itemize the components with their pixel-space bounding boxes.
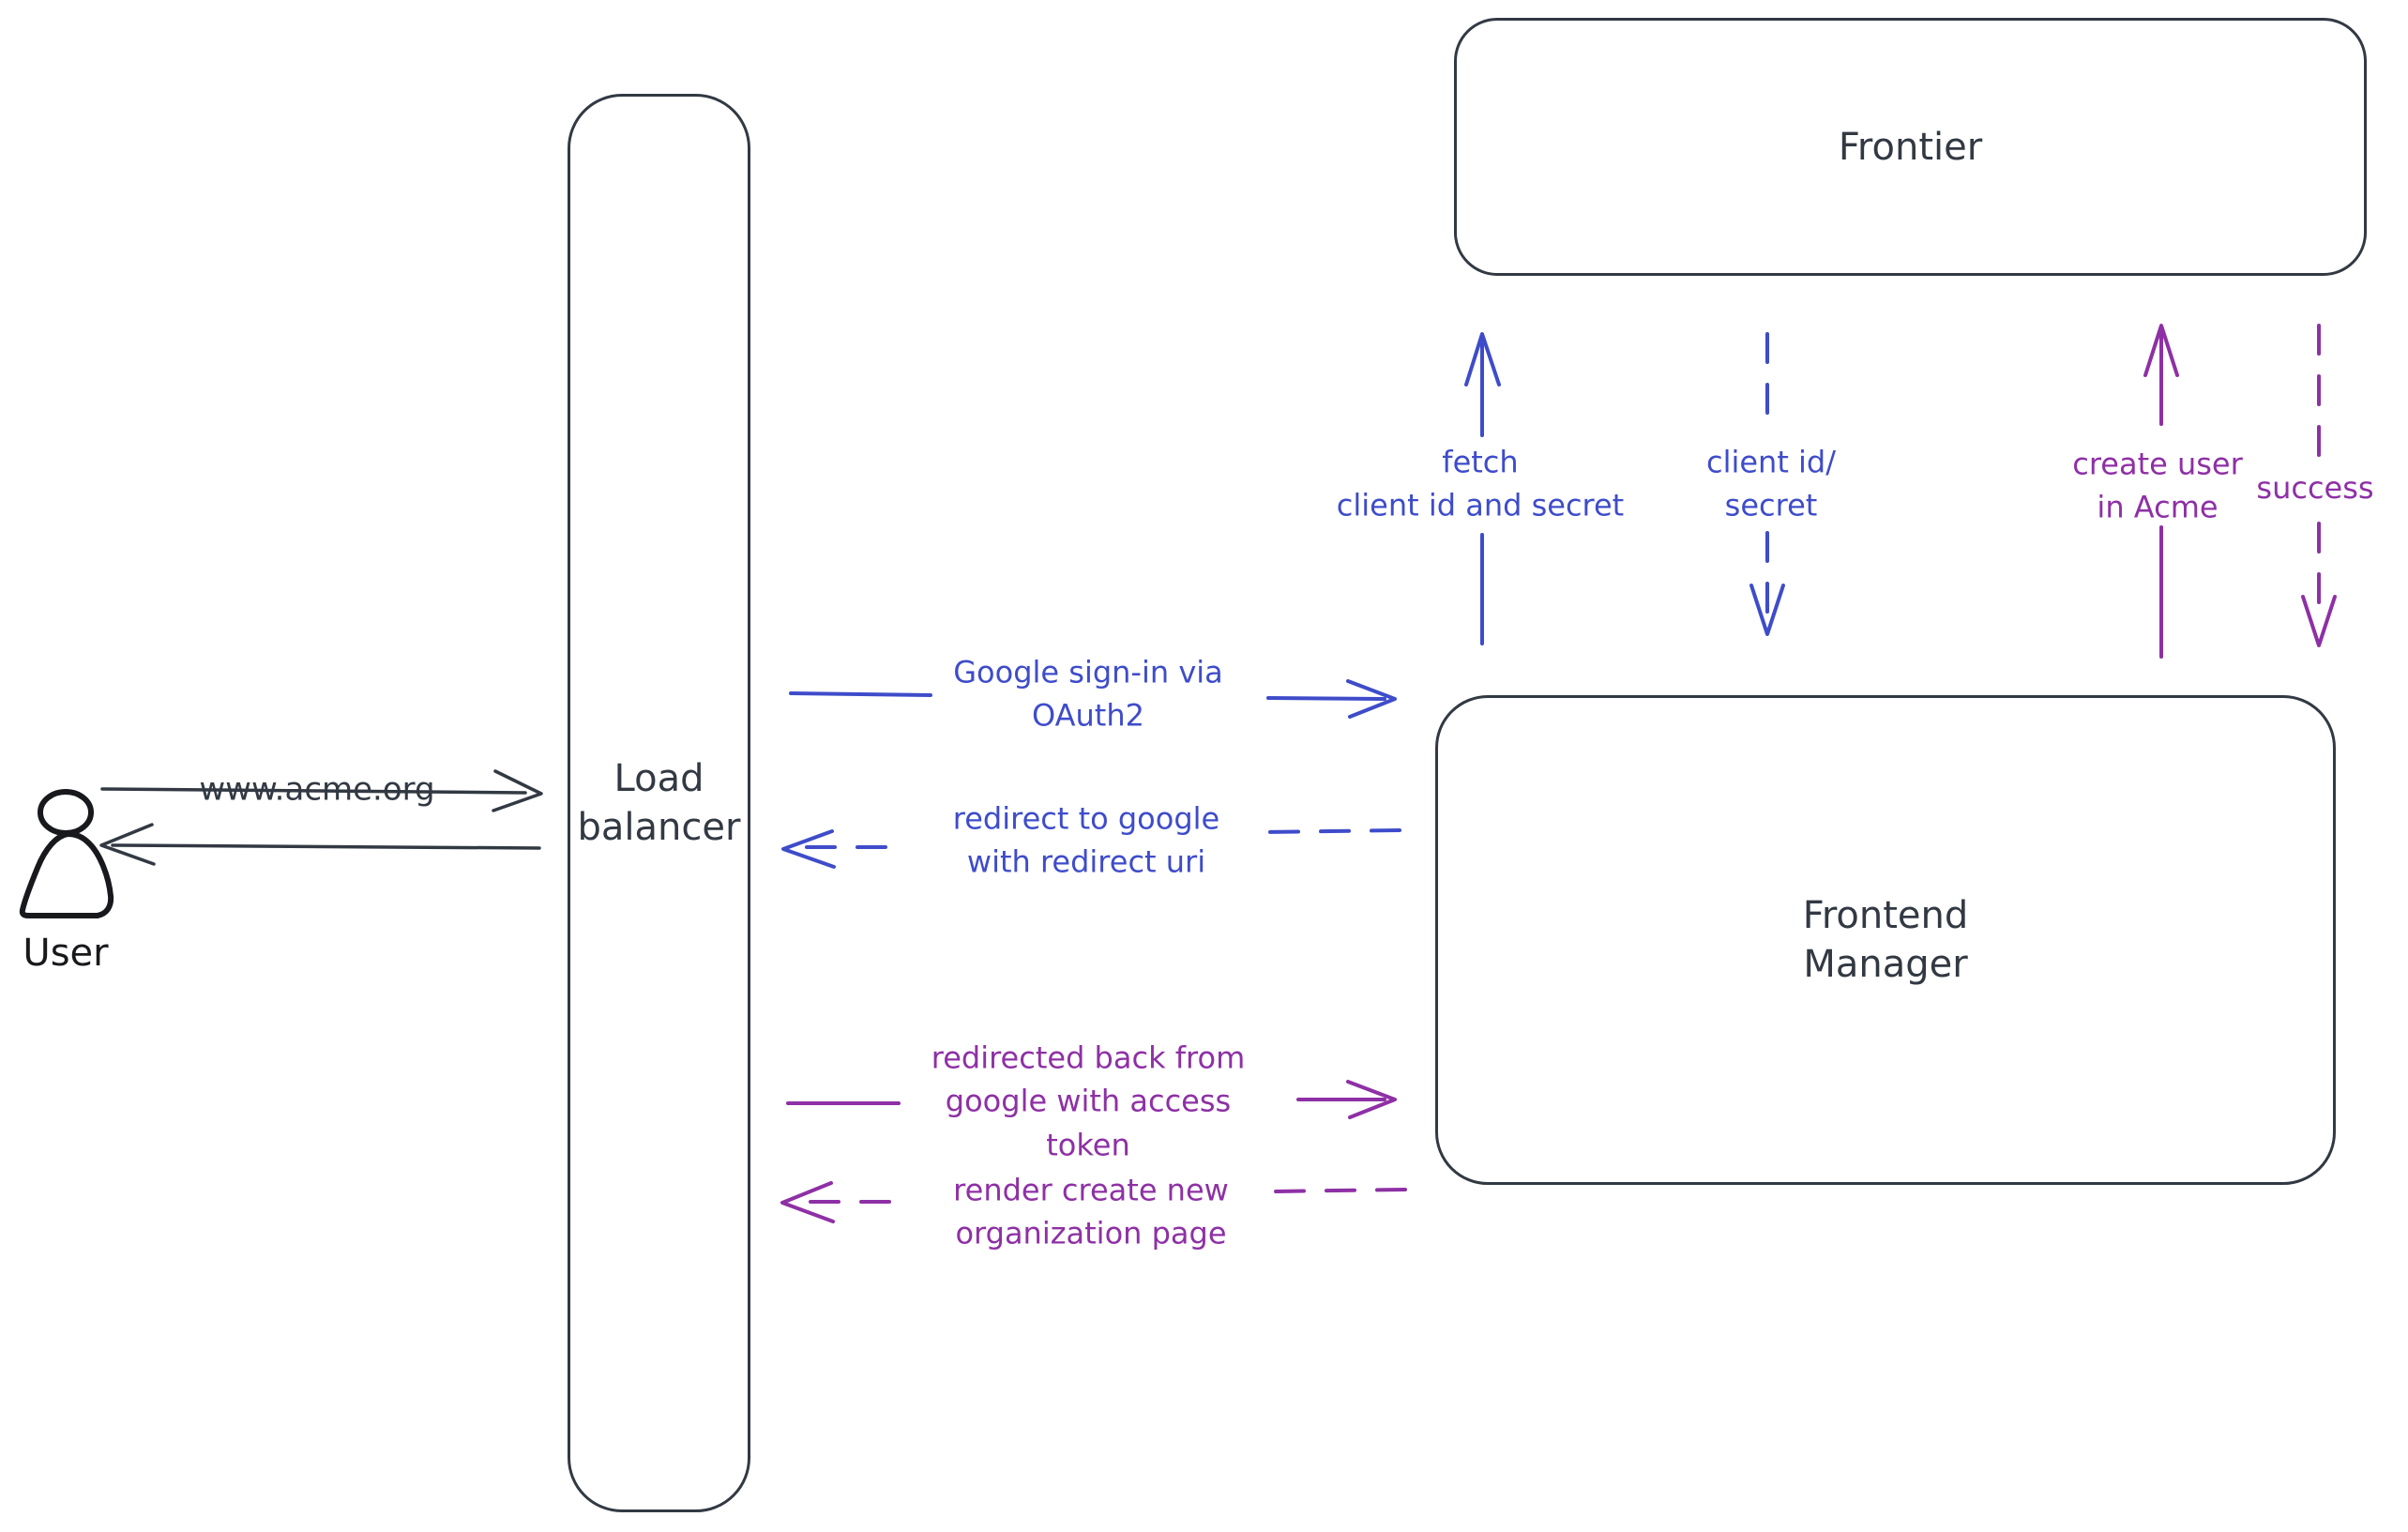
node-load-balancer: Load balancer	[568, 94, 750, 1512]
edge-render-org-arrow	[780, 1181, 1407, 1223]
edge-fetch-client-id-arrow	[1464, 332, 1501, 645]
user-icon	[19, 789, 114, 918]
node-frontier-label: Frontier	[1838, 125, 1983, 169]
node-load-balancer-label: Load balancer	[577, 757, 741, 849]
edge-lb-reply-arrow	[99, 823, 541, 866]
node-frontend-manager-label: Frontend Manager	[1802, 894, 1969, 986]
edge-create-user-arrow	[2143, 324, 2179, 659]
node-frontend-manager: Frontend Manager	[1435, 695, 2336, 1185]
edge-google-signin-arrow	[789, 679, 1397, 719]
edge-redirected-back-arrow	[786, 1080, 1397, 1119]
edge-www-acme-arrow	[100, 769, 543, 812]
edge-redirect-google-arrow	[781, 828, 1401, 869]
node-frontier: Frontier	[1454, 18, 2367, 276]
edge-success-arrow	[2301, 324, 2337, 647]
node-user-label: User	[23, 932, 109, 975]
edge-client-id-secret-arrow	[1749, 332, 1785, 636]
